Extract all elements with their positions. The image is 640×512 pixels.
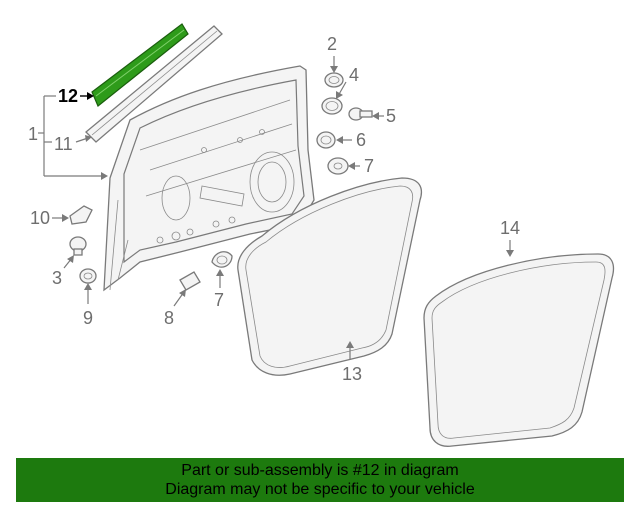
part-10-cap[interactable] [69, 205, 93, 225]
callout-9: 9 [83, 308, 93, 328]
info-banner: Part or sub-assembly is #12 in diagram D… [16, 458, 624, 502]
leader-lines [38, 56, 514, 360]
callout-11: 11 [54, 134, 73, 154]
callout-2: 2 [327, 34, 337, 54]
callout-14: 14 [500, 218, 520, 238]
banner-line-1: Part or sub-assembly is #12 in diagram [181, 462, 459, 479]
callout-5: 5 [386, 106, 396, 126]
part-4-plug[interactable] [321, 97, 343, 115]
part-11-weatherstrip[interactable] [85, 25, 223, 143]
callout-7-upper: 7 [364, 156, 374, 176]
part-9-clip[interactable] [79, 268, 97, 284]
part-13-door-seal[interactable] [237, 177, 423, 376]
part-6-grommet[interactable] [316, 131, 336, 149]
part-14-body-seal[interactable] [423, 253, 615, 447]
part-7-plug-upper[interactable] [327, 157, 349, 175]
callout-10: 10 [30, 208, 50, 228]
callout-13: 13 [342, 364, 362, 384]
callout-4: 4 [349, 65, 359, 85]
callout-7-lower: 7 [214, 290, 224, 310]
part-1-door-shell[interactable] [103, 65, 315, 292]
part-12-belt-molding[interactable] [91, 23, 189, 107]
callout-12: 12 [58, 86, 78, 106]
callout-6: 6 [356, 130, 366, 150]
part-2-plug[interactable] [324, 72, 344, 88]
callout-1: 1 [28, 124, 38, 144]
callout-3: 3 [52, 268, 62, 288]
part-7-plug-lower[interactable] [211, 251, 233, 268]
banner-line-2: Diagram may not be specific to your vehi… [165, 481, 475, 498]
callout-8: 8 [164, 308, 174, 328]
part-5-clip[interactable] [348, 107, 373, 121]
part-3-clip[interactable] [69, 236, 87, 256]
part-8-pad[interactable] [179, 271, 201, 291]
